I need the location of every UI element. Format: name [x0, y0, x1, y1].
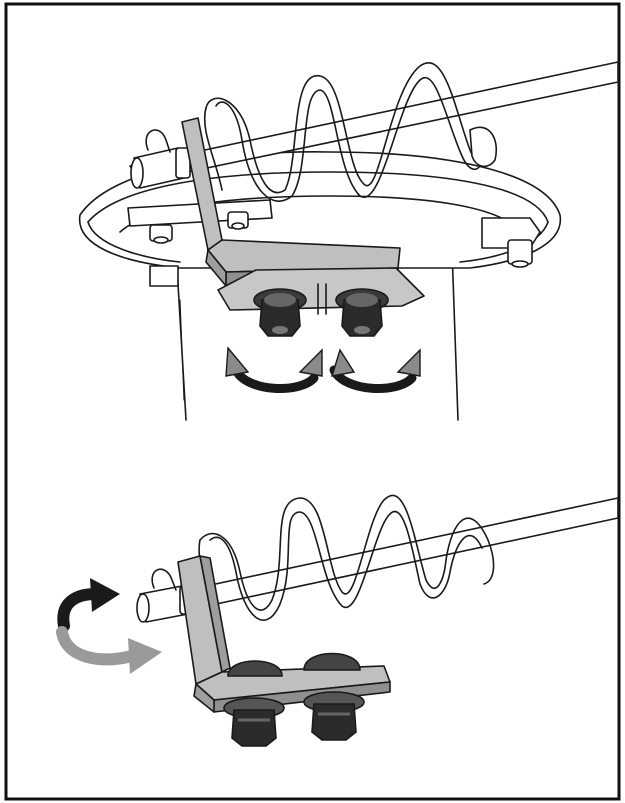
- nut-left-bottom: [223, 697, 285, 747]
- bottom-step: [56, 494, 619, 747]
- nut-left-top: [253, 288, 307, 337]
- clevis-pin: [130, 129, 191, 189]
- auger-spiral-bottom: [149, 494, 619, 621]
- rotate-arrows-pair: [225, 346, 421, 393]
- nut-right-bottom: [303, 691, 365, 741]
- ring-bolt-left: [149, 211, 249, 244]
- rotate-arrow-light: [56, 626, 162, 674]
- top-step: [78, 61, 619, 421]
- nut-right-top: [335, 288, 389, 337]
- rotate-arrow-dark: [57, 578, 120, 632]
- ring-bolt-right: [481, 217, 541, 268]
- frame-border: [4, 2, 621, 801]
- bolt-heads-bottom: [227, 652, 361, 677]
